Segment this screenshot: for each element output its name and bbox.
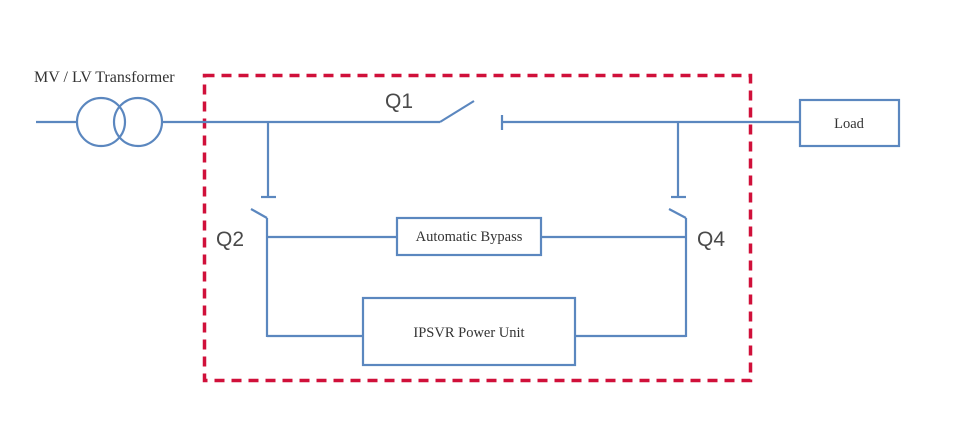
q1-switch-blade	[439, 100, 475, 123]
load-block[interactable]	[798, 98, 901, 148]
bypass-label: Automatic Bypass	[416, 229, 523, 245]
q4-label: Q4	[697, 228, 725, 251]
load-label: Load	[834, 116, 865, 132]
power-unit-label: IPSVR Power Unit	[413, 325, 524, 341]
q4-switch-blade	[668, 208, 687, 219]
q1-label: Q1	[385, 90, 413, 113]
bypass-block[interactable]	[395, 216, 543, 257]
q2-switch-blade	[250, 208, 268, 219]
q2-label: Q2	[216, 228, 244, 251]
power-unit-block[interactable]	[361, 296, 577, 367]
transformer-label: MV / LV Transformer	[34, 69, 175, 86]
transformer-icon	[75, 96, 164, 148]
ipsvr-boundary	[202, 73, 753, 383]
